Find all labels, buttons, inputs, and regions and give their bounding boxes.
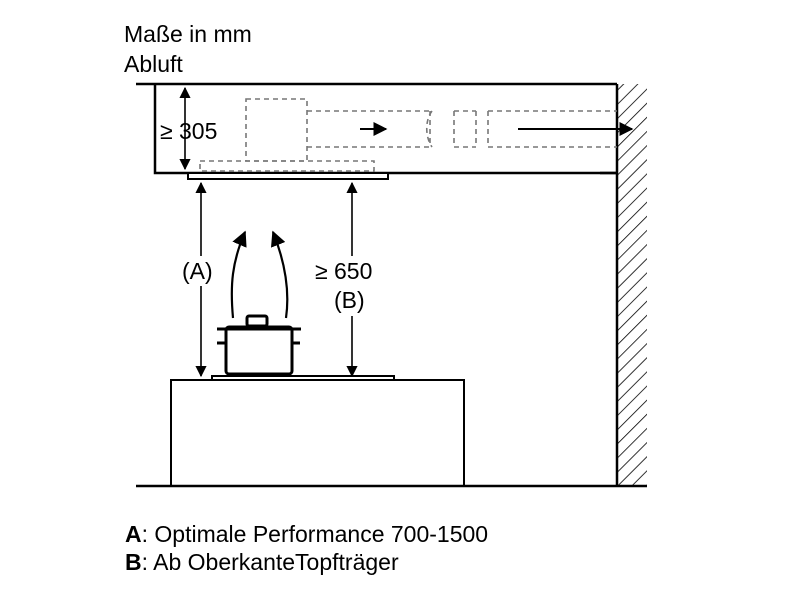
legend-text-b: : Ab OberkanteTopfträger [141, 549, 399, 575]
ceiling-clearance-label: ≥ 305 [160, 118, 217, 144]
dimension-b-min-label: ≥ 650 [315, 258, 372, 284]
dimension-a-label-bg [180, 256, 222, 286]
cooking-pot-icon [217, 314, 301, 376]
title-mode: Abluft [124, 51, 183, 77]
title-units: Maße in mm [124, 21, 252, 47]
dimension-a-label: (A) [182, 258, 213, 284]
worktop-cabinet [170, 379, 465, 487]
legend-item-a: A: Optimale Performance 700-1500 [125, 520, 488, 548]
legend-key-a: A [125, 521, 142, 547]
legend-item-b: B: Ab OberkanteTopfträger [125, 548, 399, 576]
steam-arrows [230, 230, 289, 319]
dimension-b-label: (B) [334, 287, 365, 313]
hood-plate [187, 172, 389, 180]
ceiling-bulkhead [136, 82, 617, 175]
wall [615, 84, 647, 486]
dimension-b-label-bg [314, 256, 386, 316]
legend-key-b: B [125, 549, 142, 575]
exhaust-duct [199, 98, 617, 172]
legend-text-a: : Optimale Performance 700-1500 [141, 521, 489, 547]
